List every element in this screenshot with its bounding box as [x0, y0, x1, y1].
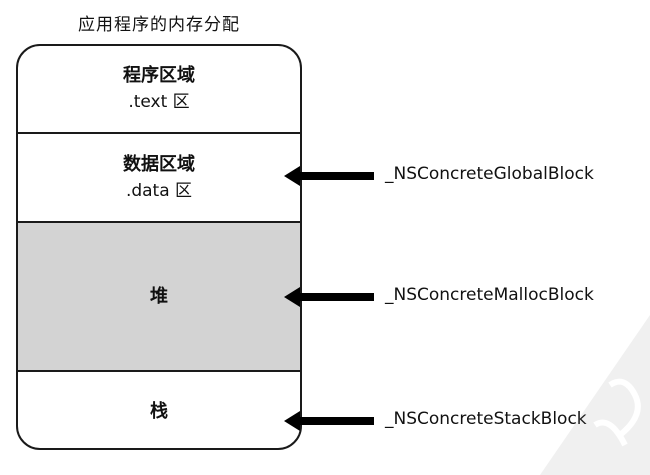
watermark-icon	[540, 315, 650, 475]
memory-layout-box: 程序区域 .text 区 数据区域 .data 区 堆 栈	[16, 44, 302, 450]
stack-block-arrow-icon	[284, 411, 374, 431]
heap-region: 堆	[18, 221, 300, 370]
stack-region: 栈	[18, 370, 300, 448]
data-region: 数据区域 .data 区	[18, 132, 300, 221]
data-region-name: 数据区域	[123, 153, 195, 175]
text-region: 程序区域 .text 区	[18, 46, 300, 132]
stack-region-name: 栈	[150, 401, 168, 422]
global-block-label: _NSConcreteGlobalBlock	[385, 164, 594, 184]
stack-block-label: _NSConcreteStackBlock	[385, 409, 587, 429]
text-region-name: 程序区域	[123, 65, 195, 86]
malloc-block-label: _NSConcreteMallocBlock	[385, 285, 594, 305]
text-region-sub: .text 区	[128, 92, 190, 112]
data-region-sub: .data 区	[125, 180, 193, 201]
global-block-arrow-icon	[284, 166, 374, 186]
heap-region-name: 堆	[150, 285, 168, 307]
malloc-block-arrow-icon	[284, 287, 374, 307]
diagram-title: 应用程序的内存分配	[78, 15, 240, 35]
